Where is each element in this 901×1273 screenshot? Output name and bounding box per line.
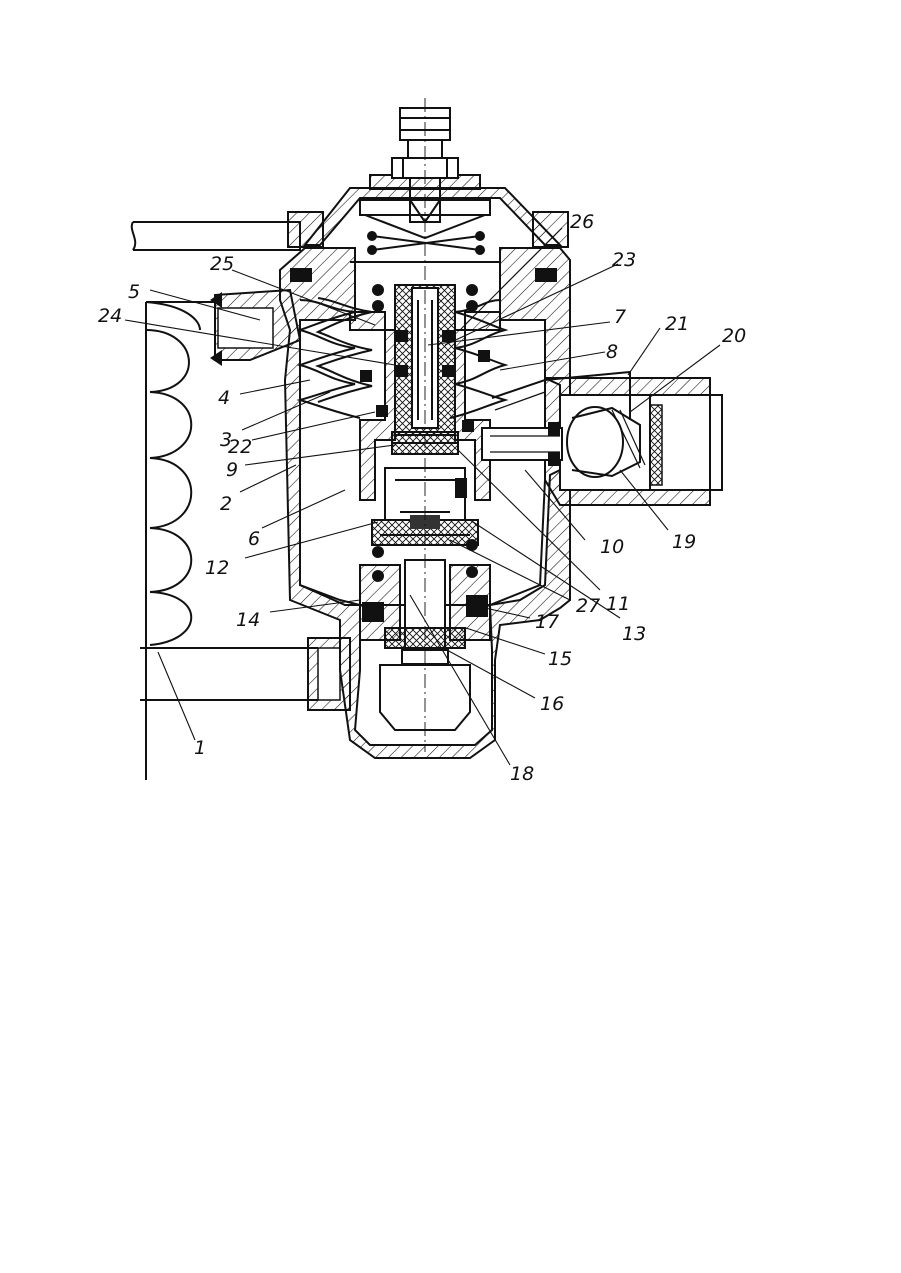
callout-18: 18 [510, 763, 534, 785]
callout-24: 24 [98, 305, 122, 327]
callout-13: 13 [622, 623, 646, 645]
callout-11: 11 [606, 593, 630, 615]
top-bracket [132, 222, 300, 250]
callout-4: 4 [218, 387, 230, 409]
callout-23: 23 [612, 249, 636, 271]
callout-22: 22 [228, 436, 252, 458]
callout-17: 17 [535, 611, 559, 633]
callout-20: 20 [722, 325, 746, 347]
lower-pipe [140, 638, 350, 710]
callout-7: 7 [614, 306, 626, 328]
callout-27: 27 [576, 595, 600, 617]
callout-8: 8 [606, 341, 618, 363]
callout-10: 10 [600, 536, 624, 558]
right-outlet-fitting [482, 372, 722, 505]
callout-6: 6 [248, 528, 260, 550]
callout-12: 12 [205, 557, 229, 579]
callout-25: 25 [210, 253, 234, 275]
callout-26: 26 [570, 211, 594, 233]
reservoir-body [140, 302, 215, 780]
callout-19: 19 [672, 531, 696, 553]
left-flange [210, 290, 300, 366]
callout-15: 15 [548, 648, 572, 670]
callout-14: 14 [236, 609, 260, 631]
callout-2: 2 [220, 493, 232, 515]
callout-9: 9 [226, 459, 238, 481]
callout-5: 5 [128, 281, 140, 303]
callout-16: 16 [540, 693, 564, 715]
callout-1: 1 [194, 737, 206, 759]
callout-21: 21 [665, 313, 689, 335]
